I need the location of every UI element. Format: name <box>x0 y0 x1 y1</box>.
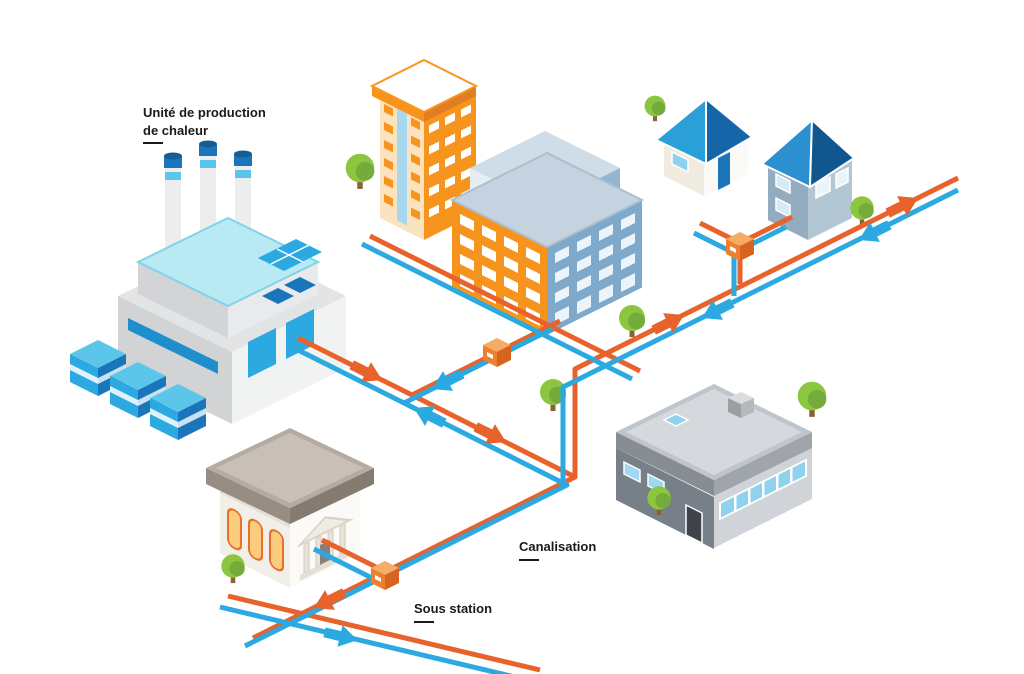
tree-icon <box>644 95 666 122</box>
tree-icon <box>797 381 827 417</box>
town-hall-building <box>206 428 374 588</box>
label-underline <box>414 620 434 623</box>
house-two-story <box>761 119 855 240</box>
label-production-line2: de chaleur <box>143 122 209 138</box>
tree-icon <box>619 305 645 337</box>
label-production-unit: Unité de production de chaleur <box>143 104 266 145</box>
apartment-building <box>449 131 645 336</box>
label-pipeline-text: Canalisation <box>519 539 597 554</box>
label-substation: Sous station <box>414 600 492 623</box>
label-underline <box>143 142 163 145</box>
tree-icon <box>221 554 245 584</box>
label-underline <box>519 558 539 561</box>
label-pipeline: Canalisation <box>519 538 596 561</box>
house-small <box>655 98 753 196</box>
factory-building <box>70 140 346 440</box>
label-substation-text: Sous station <box>414 601 493 616</box>
tree-icon <box>345 153 375 189</box>
office-building <box>616 384 812 549</box>
label-production-line1: Unité de production <box>143 105 266 120</box>
